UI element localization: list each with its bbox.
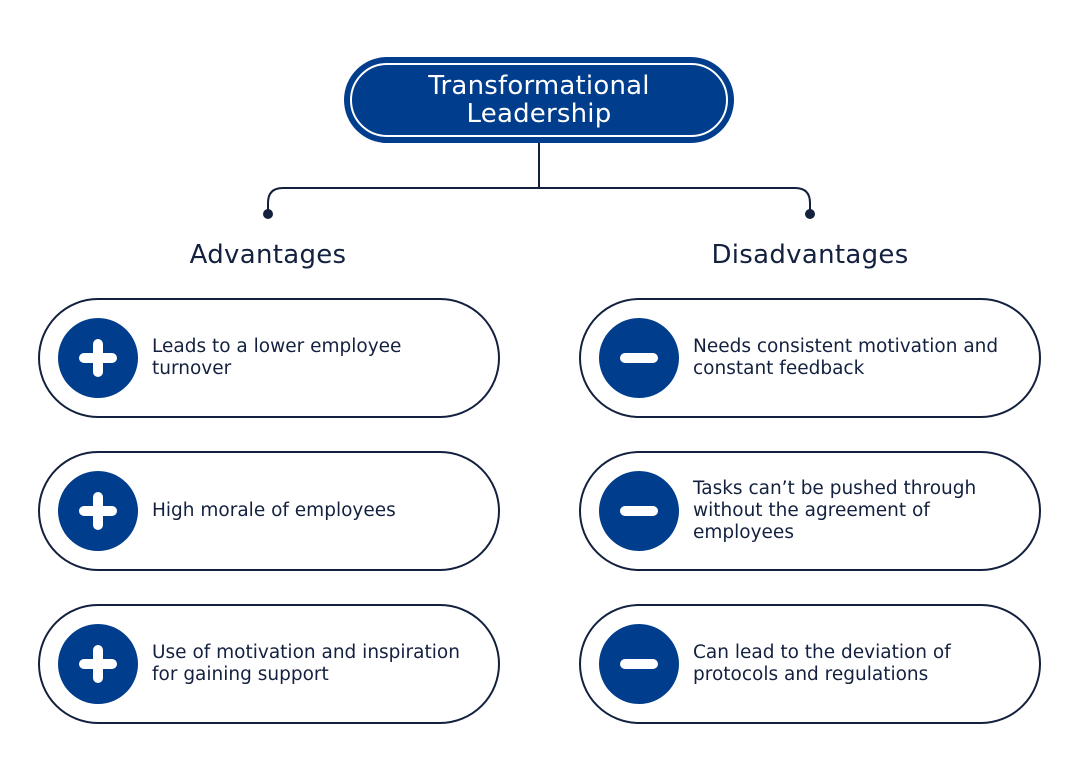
advantage-text: Use of motivation and inspiration for ga…: [152, 642, 472, 686]
advantage-card: High morale of employees: [38, 451, 500, 571]
advantage-card: Use of motivation and inspiration for ga…: [38, 604, 500, 724]
advantage-text-line: turnover: [152, 358, 232, 379]
disadvantage-text-line: without the agreement of: [693, 500, 930, 521]
advantage-text-line: Use of motivation and inspiration: [152, 642, 460, 663]
diagram-title: Transformational Leadership: [428, 72, 649, 128]
minus-icon: [599, 624, 679, 704]
plus-icon: [58, 318, 138, 398]
advantage-text: High morale of employees: [152, 500, 472, 522]
disadvantage-text: Can lead to the deviation of protocols a…: [693, 642, 1013, 686]
advantages-heading: Advantages: [189, 240, 347, 270]
connector-dot-left: [263, 209, 273, 219]
advantage-text-line: for gaining support: [152, 664, 329, 685]
disadvantage-card: Tasks can’t be pushed through without th…: [579, 451, 1041, 571]
disadvantage-text: Tasks can’t be pushed through without th…: [693, 478, 1013, 544]
disadvantage-text-line: protocols and regulations: [693, 664, 929, 685]
diagram-title-line2: Leadership: [466, 99, 612, 129]
disadvantage-text: Needs consistent motivation and constant…: [693, 336, 1013, 380]
disadvantage-card: Needs consistent motivation and constant…: [579, 298, 1041, 418]
connector-branch: [267, 187, 811, 214]
advantage-text-line: Leads to a lower employee: [152, 336, 402, 357]
disadvantage-text-line: employees: [693, 522, 794, 543]
disadvantage-text-line: Can lead to the deviation of: [693, 642, 951, 663]
minus-icon: [599, 318, 679, 398]
plus-icon: [58, 624, 138, 704]
advantage-text-line: High morale of employees: [152, 500, 396, 521]
disadvantage-text-line: Needs consistent motivation and: [693, 336, 999, 357]
title-node: Transformational Leadership: [344, 57, 734, 143]
plus-icon: [58, 471, 138, 551]
advantage-card: Leads to a lower employee turnover: [38, 298, 500, 418]
advantage-text: Leads to a lower employee turnover: [152, 336, 472, 380]
diagram-title-line1: Transformational: [428, 71, 650, 101]
minus-icon: [599, 471, 679, 551]
title-node-inner-border: [350, 63, 728, 137]
disadvantages-heading: Disadvantages: [711, 240, 909, 270]
disadvantage-text-line: Tasks can’t be pushed through: [693, 478, 977, 499]
disadvantage-text-line: constant feedback: [693, 358, 865, 379]
connector-dot-right: [805, 209, 815, 219]
disadvantage-card: Can lead to the deviation of protocols a…: [579, 604, 1041, 724]
